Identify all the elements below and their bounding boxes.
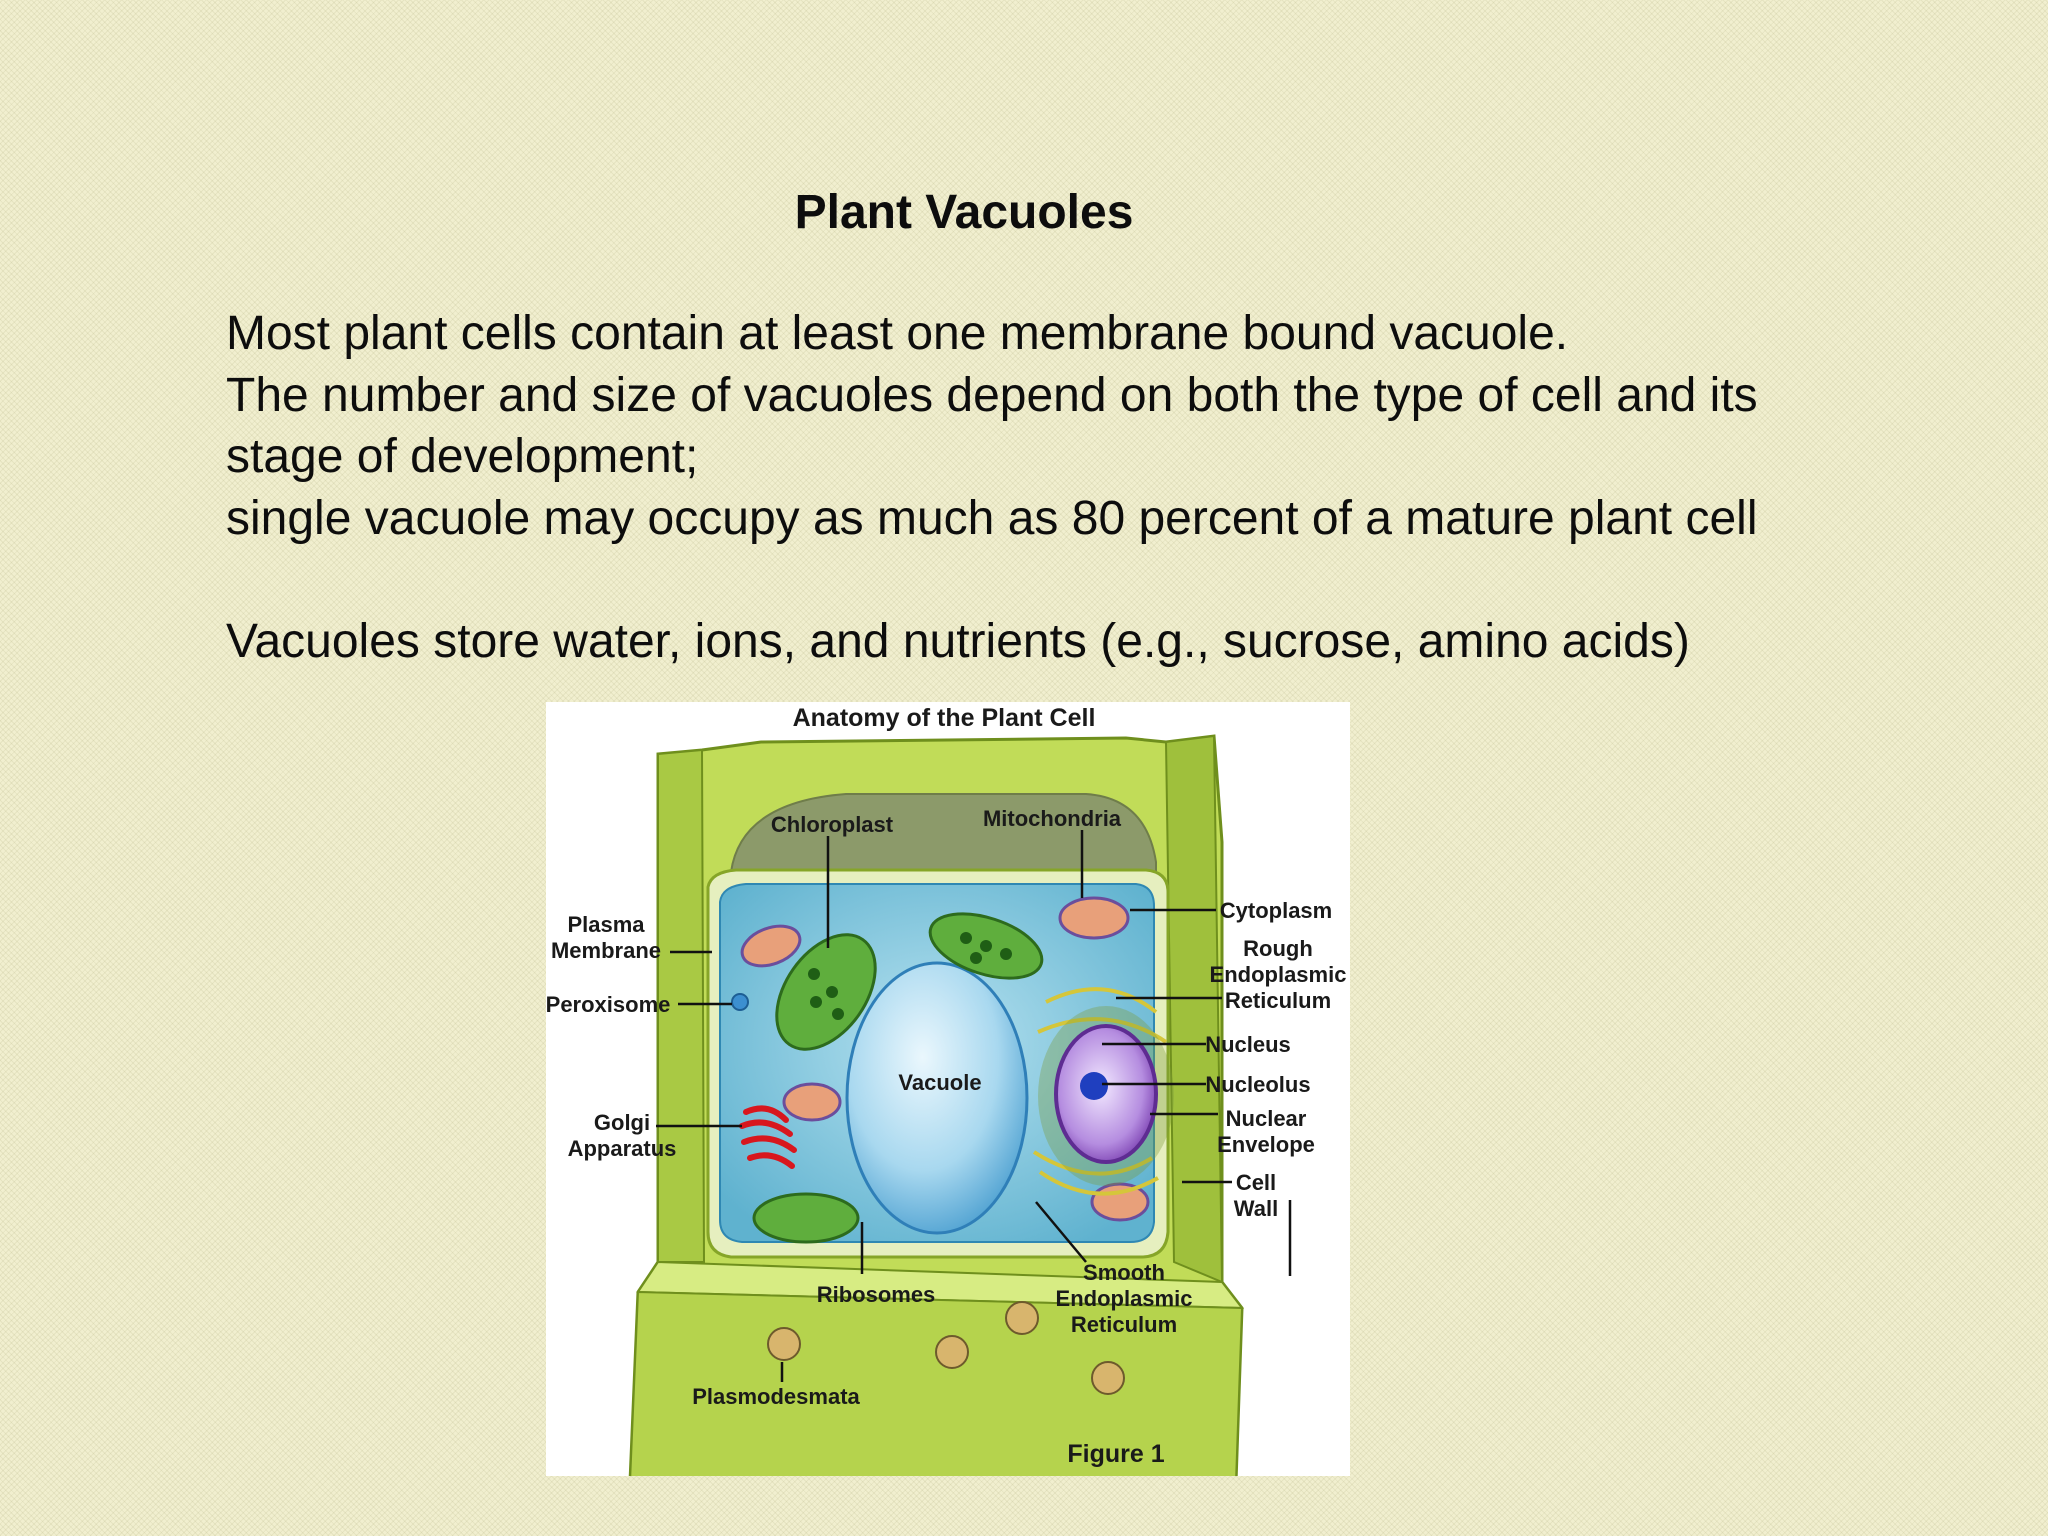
label-golgi-1: Golgi: [594, 1110, 650, 1135]
plasmodesmata-pores: [767, 1301, 1125, 1395]
label-mitochondria: Mitochondria: [983, 806, 1122, 831]
label-smooth-er-1: Smooth: [1083, 1260, 1165, 1285]
slide-title: Plant Vacuoles: [794, 186, 1134, 239]
peroxisome-organelle: [731, 993, 749, 1011]
body-line-3: stage of development;: [226, 430, 699, 483]
label-rough-er-1: Rough: [1243, 936, 1313, 961]
label-cell-wall-2: Wall: [1234, 1196, 1278, 1221]
slide-body: Most plant cells contain at least one me…: [226, 303, 1906, 672]
nucleus-organelle: [1054, 1024, 1158, 1164]
label-nuclear-envelope-1: Nuclear: [1226, 1106, 1307, 1131]
chloroplasts: [752, 912, 1044, 1244]
plant-cell-diagram: Anatomy of the Plant Cell: [546, 704, 1347, 1476]
label-peroxisome: Peroxisome: [546, 992, 670, 1017]
body-line-2: The number and size of vacuoles depend o…: [226, 368, 1758, 422]
vacuole-organelle: [845, 961, 1029, 1235]
label-rough-er-2: Endoplasmic: [1210, 962, 1347, 987]
label-nucleolus: Nucleolus: [1205, 1072, 1310, 1097]
label-cell-wall-1: Cell: [1236, 1170, 1276, 1195]
body-line-5: Vacuoles store water, ions, and nutrient…: [226, 614, 1690, 668]
label-plasma-membrane-2: Membrane: [551, 938, 661, 963]
figure-caption: Figure 1: [1067, 1440, 1164, 1468]
body-line-1: Most plant cells contain at least one me…: [226, 307, 1569, 360]
label-leaders: [656, 830, 1292, 1382]
label-chloroplast: Chloroplast: [771, 812, 894, 837]
label-cytoplasm: Cytoplasm: [1220, 898, 1332, 923]
label-vacuole: Vacuole: [898, 1070, 981, 1095]
figure-title: Anatomy of the Plant Cell: [793, 704, 1096, 732]
label-smooth-er-2: Endoplasmic: [1056, 1286, 1193, 1311]
label-ribosomes: Ribosomes: [817, 1282, 936, 1307]
label-rough-er-3: Reticulum: [1225, 988, 1331, 1013]
plant-cell-figure: Anatomy of the Plant Cell: [546, 702, 1350, 1476]
body-line-4: single vacuole may occupy as much as 80 …: [226, 491, 1758, 545]
label-nucleus: Nucleus: [1205, 1032, 1291, 1057]
label-smooth-er-3: Reticulum: [1071, 1312, 1177, 1337]
label-plasmodesmata: Plasmodesmata: [692, 1384, 860, 1409]
label-plasma-membrane-1: Plasma: [567, 912, 645, 937]
golgi-organelle: [739, 1105, 797, 1169]
label-golgi-2: Apparatus: [568, 1136, 677, 1161]
rough-er-organelle: [1032, 987, 1168, 1196]
nucleolus-organelle: [1080, 1072, 1108, 1100]
label-nuclear-envelope-2: Envelope: [1217, 1132, 1315, 1157]
